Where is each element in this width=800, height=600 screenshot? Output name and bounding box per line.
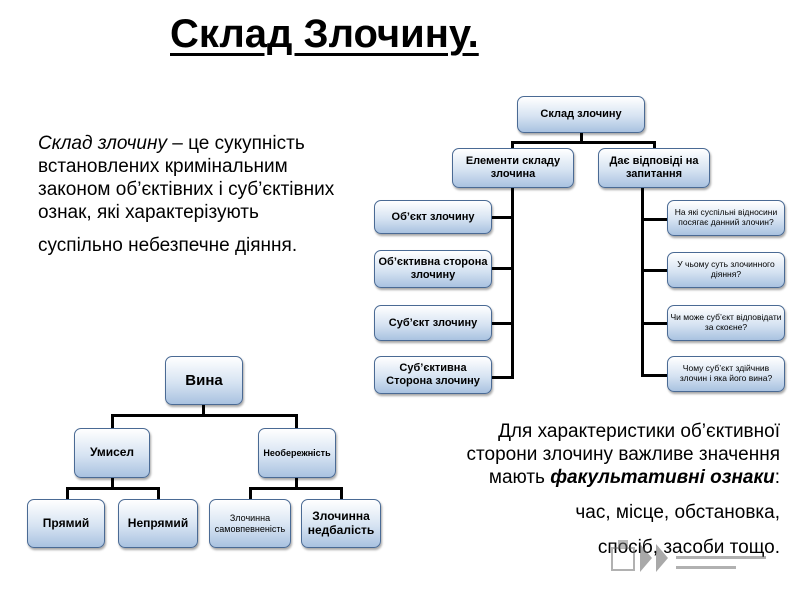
- node-objective-side: Об’єктивна сторона злочину: [374, 250, 492, 288]
- connector: [492, 322, 514, 325]
- definition-line2: суспільно небезпечне діяння.: [38, 235, 298, 256]
- node-question-2: У чьому суть злочинного діяння?: [667, 252, 785, 288]
- node-direct-intent: Прямий: [27, 499, 105, 548]
- node-intent: Умисел: [74, 428, 150, 478]
- connector: [511, 141, 514, 149]
- node-indirect-intent: Непрямий: [118, 499, 198, 548]
- definition-body: – це сукупність встановлених кримінальни…: [38, 133, 335, 223]
- node-answers: Дає відповіді на запитання: [598, 148, 710, 188]
- connector: [641, 269, 667, 272]
- connector: [249, 487, 252, 499]
- definition-term: Склад злочину: [38, 133, 167, 154]
- connector: [580, 133, 583, 143]
- note-line-3-start: мають: [488, 467, 551, 488]
- note-line-4: час, місце, обстановка,: [575, 502, 780, 523]
- definition-text: Склад злочину – це сукупність встановлен…: [38, 132, 358, 257]
- connector: [111, 478, 114, 490]
- connector: [641, 322, 667, 325]
- connector: [66, 487, 69, 499]
- connector: [641, 374, 667, 377]
- connector: [295, 478, 298, 490]
- node-negligence: Необережність: [258, 428, 336, 478]
- connector: [492, 216, 514, 219]
- connector: [202, 405, 205, 417]
- note-line-2: сторони злочину важливе значення: [466, 444, 780, 465]
- note-line-3-end: :: [774, 467, 780, 488]
- connector: [492, 267, 514, 270]
- node-object: Об’єкт злочину: [374, 200, 492, 234]
- connector: [653, 141, 656, 149]
- connector: [492, 376, 514, 379]
- connector: [340, 487, 343, 499]
- node-carelessness: Злочинна недбалість: [301, 499, 381, 548]
- node-question-1: На які суспільні відносини посягає данни…: [667, 200, 785, 236]
- node-structure-root: Склад злочину: [517, 96, 645, 133]
- connector: [66, 487, 160, 490]
- note-emphasis: факультативні ознаки: [550, 467, 775, 488]
- connector: [295, 414, 298, 428]
- watermark-logo: [611, 540, 766, 572]
- connector: [511, 141, 655, 144]
- connector: [111, 414, 114, 428]
- node-subject: Суб’єкт злочину: [374, 305, 492, 341]
- connector: [111, 414, 298, 417]
- note-line-3: мають факультативні ознаки:: [395, 466, 780, 489]
- node-guilt-root: Вина: [165, 356, 243, 405]
- node-subjective-side: Суб’єктивна Сторона злочину: [374, 356, 492, 394]
- note-text: Для характеристики об’єктивної сторони з…: [395, 420, 780, 559]
- connector: [511, 188, 514, 379]
- connector: [157, 487, 160, 499]
- node-elements: Елементи складу злочина: [452, 148, 574, 188]
- page-title: Склад Злочину.: [170, 12, 479, 56]
- connector: [249, 487, 343, 490]
- connector: [641, 218, 667, 221]
- connector: [641, 188, 644, 376]
- node-self-confidence: Злочинна самовпевненість: [209, 499, 291, 548]
- node-question-4: Чому суб’єкт здійчнив злочин і яка його …: [667, 356, 785, 392]
- note-line-1: Для характеристики об’єктивної: [498, 421, 780, 442]
- node-question-3: Чи може суб’єкт відповідати за скоєне?: [667, 305, 785, 341]
